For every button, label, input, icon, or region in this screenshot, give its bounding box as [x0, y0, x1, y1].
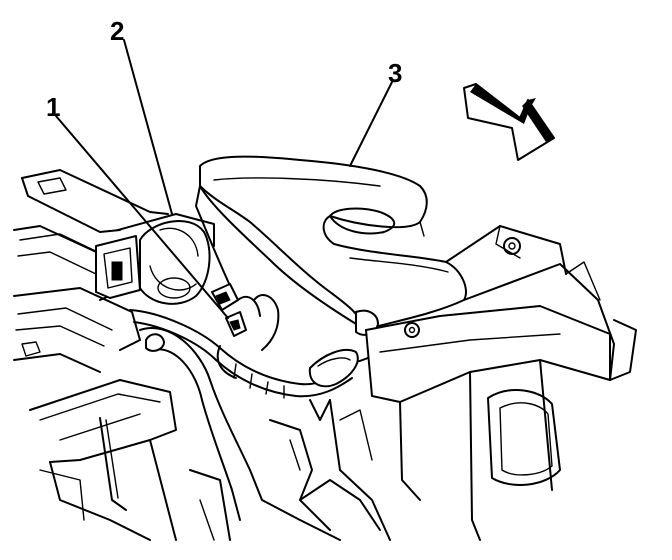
component-3-cover: [195, 155, 467, 365]
direction-arrow-icon: [463, 83, 555, 161]
left-frame-structure: [13, 169, 177, 541]
callout-1: 1: [46, 92, 60, 122]
right-support-structure: [365, 225, 637, 541]
callout-3: 3: [388, 58, 402, 88]
wiring-harness: [129, 294, 359, 399]
component-1-connector: [211, 283, 247, 337]
callout-2: 2: [110, 16, 124, 46]
lower-center-structure: [139, 327, 391, 541]
component-2-housing: [139, 219, 211, 305]
leader-lines: [55, 39, 393, 319]
